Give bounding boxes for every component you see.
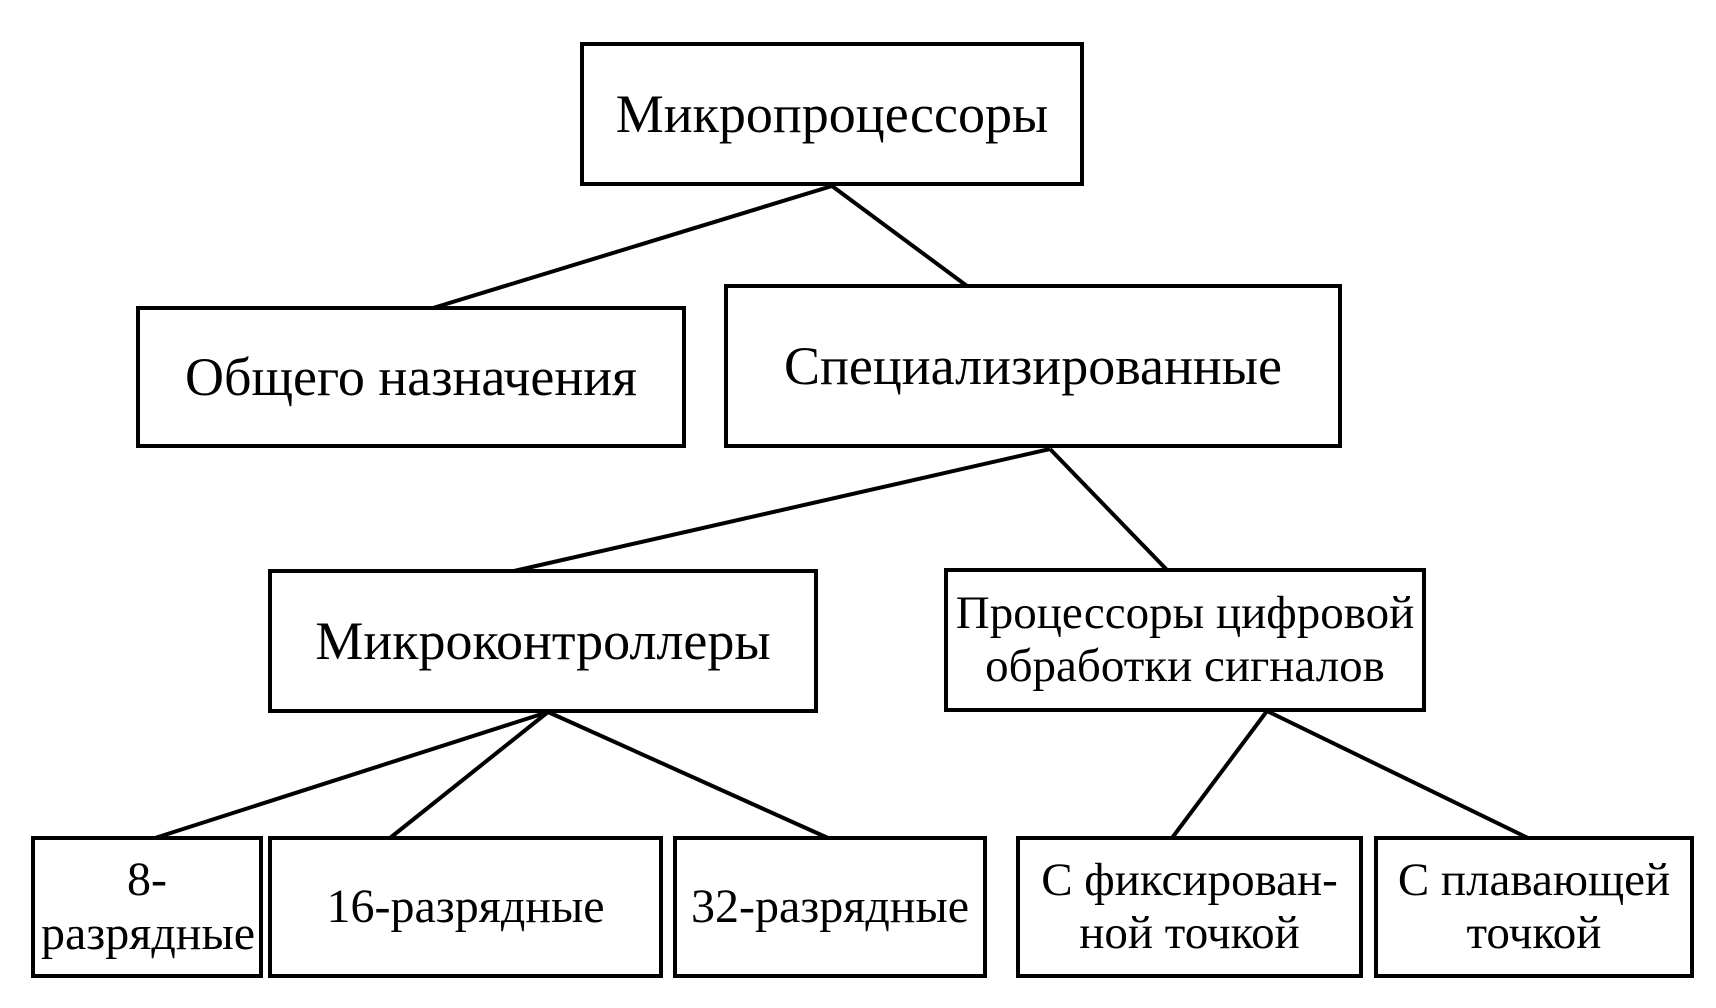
node-floating-point[interactable]: С плавающей точкой xyxy=(1374,836,1694,978)
edge-dsp-floating xyxy=(1266,709,1529,840)
node-label-line2: точкой xyxy=(1466,907,1602,959)
node-general-purpose[interactable]: Общего назначения xyxy=(136,306,686,448)
node-label-line2: ной точкой xyxy=(1079,907,1300,959)
node-label-line1: С плавающей xyxy=(1397,854,1671,907)
node-microprocessors[interactable]: Микропроцессоры xyxy=(580,42,1084,186)
node-label: Специализированные xyxy=(784,335,1282,396)
node-label: С фиксирован- ной точкой xyxy=(1026,854,1353,959)
edge-mcu-bit16 xyxy=(388,710,550,840)
node-label: Микропроцессоры xyxy=(615,83,1049,144)
node-label: Общего назначения xyxy=(185,346,637,407)
node-label: 32-разрядные xyxy=(691,880,969,934)
edge-special-mcu xyxy=(513,447,1051,573)
node-label: Процессоры цифровой обработки сигналов xyxy=(954,587,1416,692)
node-label-line1: С фиксирован- xyxy=(1041,854,1338,907)
edge-root-special xyxy=(830,184,969,288)
node-digital-signal-processors[interactable]: Процессоры цифровой обработки сигналов xyxy=(944,568,1426,712)
node-label: 8-разрядные xyxy=(41,853,256,960)
edge-special-dsp xyxy=(1048,447,1169,572)
node-microcontrollers[interactable]: Микроконтроллеры xyxy=(268,569,818,713)
node-label: С плавающей точкой xyxy=(1384,854,1684,959)
node-label-line2: обработки сигналов xyxy=(985,640,1385,692)
node-label: 16-разрядные xyxy=(326,880,605,934)
edge-dsp-fixed xyxy=(1170,709,1269,840)
node-8-bit[interactable]: 8-разрядные xyxy=(31,836,263,978)
node-fixed-point[interactable]: С фиксирован- ной точкой xyxy=(1016,836,1363,978)
node-label: Микроконтроллеры xyxy=(315,610,771,671)
edge-mcu-bit32 xyxy=(547,710,829,840)
node-16-bit[interactable]: 16-разрядные xyxy=(268,836,663,978)
node-label-line1: Процессоры цифровой xyxy=(955,587,1415,640)
node-32-bit[interactable]: 32-разрядные xyxy=(673,836,987,978)
node-specialized[interactable]: Специализированные xyxy=(724,284,1342,448)
edge-mcu-bit8 xyxy=(154,710,549,840)
